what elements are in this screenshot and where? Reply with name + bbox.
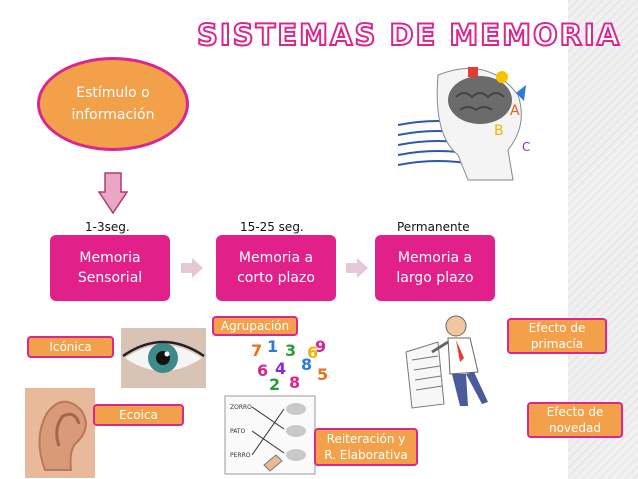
stimulus-ellipse: Estímulo o información bbox=[37, 57, 189, 151]
digit-mark: 1 bbox=[267, 337, 278, 356]
digit-mark: 6 bbox=[307, 343, 318, 362]
duration-label-short-term: 15-25 seg. bbox=[240, 220, 304, 234]
tag-primacia: Efecto de primacía bbox=[507, 318, 607, 354]
tag-iconica: Icónica bbox=[27, 336, 114, 358]
svg-text:A: A bbox=[510, 103, 520, 119]
digit-mark: 6 bbox=[257, 361, 268, 380]
digits-illustration: 7 1 3 9 6 4 8 5 2 8 6 bbox=[251, 337, 328, 392]
flow-arrow-icon bbox=[181, 258, 203, 278]
worksheet-illustration: ZORRO PATO PERRO bbox=[224, 395, 316, 475]
page-title: SISTEMAS DE MEMORIA bbox=[196, 17, 622, 53]
memory-box-sensorial: Memoria Sensorial bbox=[50, 235, 170, 301]
memory-box-long-term: Memoria a largo plazo bbox=[375, 235, 495, 301]
memory-box-short-term: Memoria a corto plazo bbox=[216, 235, 336, 301]
tag-ecoica: Ecoica bbox=[93, 404, 184, 426]
reading-man-illustration bbox=[405, 315, 488, 409]
down-arrow-icon bbox=[98, 172, 128, 214]
eye-image bbox=[121, 328, 206, 388]
digit-mark: 4 bbox=[275, 359, 286, 378]
digit-mark: 8 bbox=[301, 355, 312, 374]
brain-head-illustration: A B C bbox=[398, 67, 530, 181]
tag-novedad: Efecto de novedad bbox=[527, 402, 623, 438]
worksheet-word: PERRO bbox=[230, 452, 251, 459]
duration-label-long-term: Permanente bbox=[397, 220, 470, 234]
ear-image bbox=[25, 388, 95, 478]
tag-reiteracion: Reiteración y R. Elaborativa bbox=[314, 428, 418, 466]
decorative-side-strip bbox=[568, 0, 638, 479]
duration-label-sensorial: 1-3seg. bbox=[85, 220, 130, 234]
worksheet-word: PATO bbox=[230, 428, 246, 435]
digit-mark: 5 bbox=[317, 365, 328, 384]
digit-mark: 7 bbox=[251, 341, 262, 360]
digit-mark: 9 bbox=[315, 337, 326, 356]
digit-mark: 2 bbox=[269, 375, 280, 392]
worksheet-word: ZORRO bbox=[230, 404, 252, 411]
digit-mark: 8 bbox=[289, 373, 300, 392]
tag-agrupacion: Agrupación bbox=[212, 316, 298, 336]
svg-text:B: B bbox=[494, 123, 504, 139]
svg-text:C: C bbox=[522, 140, 530, 154]
digit-mark: 3 bbox=[285, 341, 296, 360]
flow-arrow-icon bbox=[346, 258, 368, 278]
